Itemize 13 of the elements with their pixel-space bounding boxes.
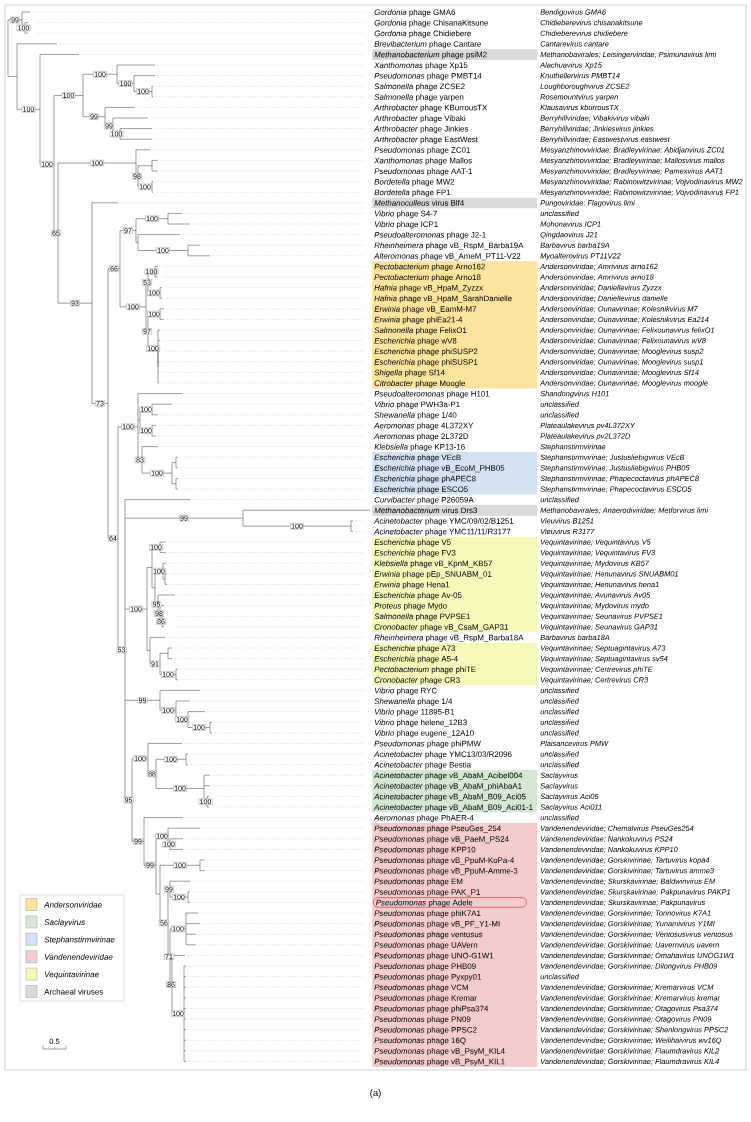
legend-label: Vandenendeviridae [44,953,113,960]
highlight-band [372,536,538,633]
legend-label: Vequintavirinae [44,971,99,979]
highlight-band [372,261,538,389]
caption: (a) [370,1089,381,1098]
legend-label: Archaeal viruses [44,988,104,995]
legend-label: Saclayvirus [44,919,85,927]
highlight-band [372,770,538,813]
highlight-band [372,823,538,1067]
legend-label: Andersonviridae [43,901,102,908]
highlight-band [372,642,538,686]
highlight-band [372,452,538,495]
legend-label: Stephanstirmvirinae [44,936,115,944]
